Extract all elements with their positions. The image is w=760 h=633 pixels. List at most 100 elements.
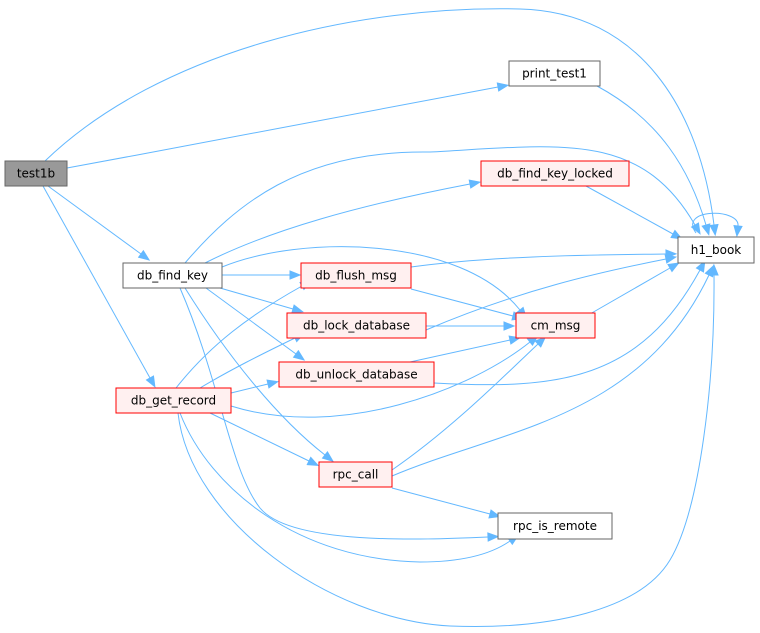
edge-db_find_key-to-db_unlock_database [205,287,306,361]
edge-line [391,343,539,471]
edge-line [204,183,471,264]
node-box[interactable] [515,312,596,339]
edge-test1b-to-print_test1 [66,82,510,169]
node-label: db_find_key_locked [497,167,613,181]
node-db_lock_database[interactable]: db_lock_database [286,312,427,339]
edge-line [47,185,142,255]
node-rpc_call[interactable]: rpc_call [318,461,393,488]
node-print_test1[interactable]: print_test1 [508,60,601,87]
edge-arrowhead [704,264,714,278]
node-box[interactable] [508,60,601,87]
edge-db_find_key_locked-to-h1_book [585,185,683,240]
edge-line [410,288,514,317]
edge-line [433,269,701,386]
edge-arrowhead [291,304,304,314]
edge-line [221,246,521,311]
edge-db_find_key-to-rpc_is_remote [179,287,500,542]
node-label: cm_msg [531,319,581,333]
edge-line [409,339,511,363]
node-box[interactable] [497,512,613,540]
edge-arrowhead [487,532,500,542]
node-rpc_is_remote[interactable]: rpc_is_remote [497,512,613,540]
node-label: db_lock_database [303,319,410,333]
node-db_flush_msg[interactable]: db_flush_msg [300,262,412,289]
edge-db_get_record-to-rpc_call [209,412,320,466]
edge-arrowhead [503,321,516,331]
node-test1b[interactable]: test1b [4,160,68,187]
edge-line [425,258,667,331]
edge-line [410,253,667,268]
edge-print_test1-to-h1_book [596,85,711,236]
node-label: db_find_key [137,269,208,283]
edge-db_flush_msg-to-cm_msg [410,288,524,321]
node-box[interactable] [115,387,232,414]
edge-line [230,383,269,394]
edge-db_find_key-to-rpc_call [184,287,334,462]
node-cm_msg[interactable]: cm_msg [515,312,596,339]
node-label: test1b [17,167,55,181]
node-box[interactable] [677,236,755,264]
node-label: print_test1 [522,67,587,81]
edge-arrowhead [321,450,334,462]
node-db_find_key_locked[interactable]: db_find_key_locked [480,160,630,187]
edge-db_get_record-to-h1_book [177,263,719,627]
node-label: rpc_call [333,468,379,482]
node-h1_book[interactable]: h1_book [677,236,755,264]
node-box[interactable] [286,312,427,339]
edge-line [589,267,671,315]
edge-arrowhead [306,456,320,466]
node-box[interactable] [318,461,393,488]
edge-line [205,287,297,355]
node-box[interactable] [300,262,412,289]
nodes-layer: test1b print_test1 db_find_key_locked h1_bo… [4,60,755,540]
node-db_unlock_database[interactable]: db_unlock_database [278,361,435,388]
edges-layer [42,8,743,627]
edge-arrowhead [266,379,280,389]
edge-db_find_key-to-db_flush_msg [222,270,302,280]
edge-line [177,274,715,627]
edge-arrowhead [701,223,711,236]
edge-db_find_key-to-db_lock_database [219,287,304,314]
edge-test1b-to-db_find_key [47,185,151,261]
edge-line [179,287,489,540]
edge-arrowhead [496,82,510,92]
edge-line [209,412,310,462]
edge-db_lock_database-to-h1_book [425,254,678,331]
edge-arrowhead [137,249,151,261]
node-box[interactable] [122,262,223,289]
edge-line [199,337,296,389]
edge-line [66,86,499,169]
node-label: h1_book [691,243,742,257]
edge-arrowhead [709,223,719,237]
edge-arrowhead [534,336,547,348]
edge-line [175,285,303,389]
edge-line [184,287,326,456]
edge-line [596,85,707,226]
node-box[interactable] [278,361,435,388]
edge-arrowhead [145,375,156,388]
edge-db_find_key-to-h1_book [184,146,701,264]
edge-cm_msg-to-h1_book [589,262,680,315]
edge-test1b-to-db_get_record [42,185,156,388]
edge-line [230,341,531,418]
node-db_find_key[interactable]: db_find_key [122,262,223,289]
edge-db_unlock_database-to-cm_msg [409,335,522,363]
node-db_get_record[interactable]: db_get_record [115,387,232,414]
edge-db_unlock_database-to-h1_book [433,260,706,386]
edge-line [585,185,674,235]
edge-arrowhead [733,224,743,238]
edge-arrowhead [695,260,706,273]
edge-arrowhead [289,270,302,280]
edge-line [44,8,715,226]
node-box[interactable] [4,160,68,187]
edge-rpc_call-to-rpc_is_remote [391,487,501,519]
edge-line [391,487,491,515]
node-box[interactable] [480,160,630,187]
edge-db_find_key-to-db_find_key_locked [204,179,482,264]
node-label: db_flush_msg [315,269,397,283]
node-label: db_get_record [131,394,216,408]
edge-line [219,287,294,310]
edge-line [184,146,696,264]
edge-arrowhead [292,349,306,361]
